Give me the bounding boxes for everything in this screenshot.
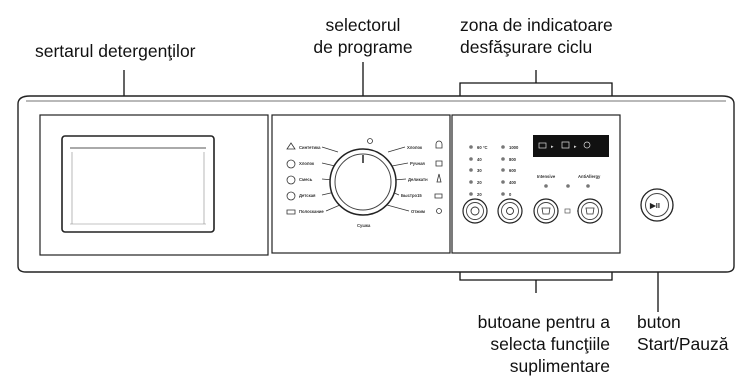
antiallergy-button[interactable]: [577, 198, 603, 224]
arrow-icon: ▸: [551, 144, 554, 150]
spin-label: 1000: [509, 145, 519, 150]
hand-wash-icon: [435, 160, 443, 167]
program-label: Детская: [299, 193, 316, 198]
program-label: Хлопок: [299, 161, 315, 166]
cotton-icon: [286, 159, 296, 169]
program-label: Смесь: [299, 177, 313, 182]
program-label: Быстро15: [401, 193, 422, 198]
option-buttons-label-1: butoane pentru a: [477, 312, 610, 332]
detergent-drawer-label: sertarul detergenţilor: [35, 41, 196, 61]
option-buttons-label-2: selecta funcţiile: [490, 334, 610, 354]
temperature-indicators: 60 °C 40 30 20 20: [469, 145, 488, 197]
mix-icon: [286, 175, 296, 185]
start-pause-label-1: buton: [637, 312, 681, 332]
spin-speed-indicators: 1000 800 600 400 0: [501, 145, 519, 197]
dry-program-label: Сушка: [357, 223, 371, 228]
program-label: Синтетика: [299, 145, 321, 150]
spin-stage-icon: [583, 141, 591, 149]
program-label: Полоскание: [299, 209, 324, 214]
detergent-drawer[interactable]: [39, 114, 269, 256]
temperature-label: 60 °C: [477, 145, 488, 150]
spin-label: 800: [509, 157, 517, 162]
play-pause-icon: ▶II: [649, 201, 660, 210]
program-list-right: Хлопок Ручная Деликатн Быстро15 Отжим: [386, 140, 443, 214]
synthetic-icon: [286, 142, 296, 150]
rinse-icon: [286, 209, 296, 215]
program-label: Хлопок: [407, 145, 423, 150]
spin-button[interactable]: [497, 198, 523, 224]
intensive-label: Intensive: [537, 174, 556, 179]
power-indicator-icon: [367, 138, 373, 144]
program-label: Деликатн: [408, 177, 428, 182]
spin-label: 0: [509, 192, 512, 197]
baby-icon: [286, 191, 296, 201]
program-label: Отжим: [411, 209, 425, 214]
wool-icon: [435, 140, 443, 149]
spin-label: 400: [509, 180, 517, 185]
intensive-button[interactable]: [533, 198, 559, 224]
quick-wash-icon: [434, 193, 443, 199]
cycle-indicators-label-1: zona de indicatoare: [460, 15, 613, 35]
program-selector-label-1: selectorul: [325, 15, 401, 35]
program-label: Ручная: [410, 161, 425, 166]
delicate-icon: [436, 173, 442, 183]
program-selector-dial[interactable]: [329, 138, 397, 216]
arrow-icon: ▸: [574, 144, 577, 150]
temperature-label: 40: [477, 157, 482, 162]
wash-icon: [538, 142, 547, 149]
spin-icon: [436, 208, 442, 214]
temperature-label: 30: [477, 168, 482, 173]
option-buttons-label-3: suplimentare: [509, 356, 610, 376]
start-pause-button[interactable]: ▶II: [640, 188, 674, 222]
antiallergy-label: AntiAllergy: [578, 174, 601, 179]
cycle-indicators-label-2: desfăşurare ciclu: [460, 37, 593, 57]
temperature-label: 20: [477, 192, 482, 197]
start-pause-label-2: Start/Pauză: [637, 334, 729, 354]
option-indicators: [544, 184, 590, 188]
program-selector-label-2: de programe: [313, 37, 413, 57]
rinse-stage-icon: [561, 141, 570, 149]
temperature-button[interactable]: [462, 198, 488, 224]
spin-label: 600: [509, 168, 517, 173]
cycle-progress-display: ▸ ▸: [533, 135, 609, 157]
temperature-label: 20: [477, 180, 482, 185]
